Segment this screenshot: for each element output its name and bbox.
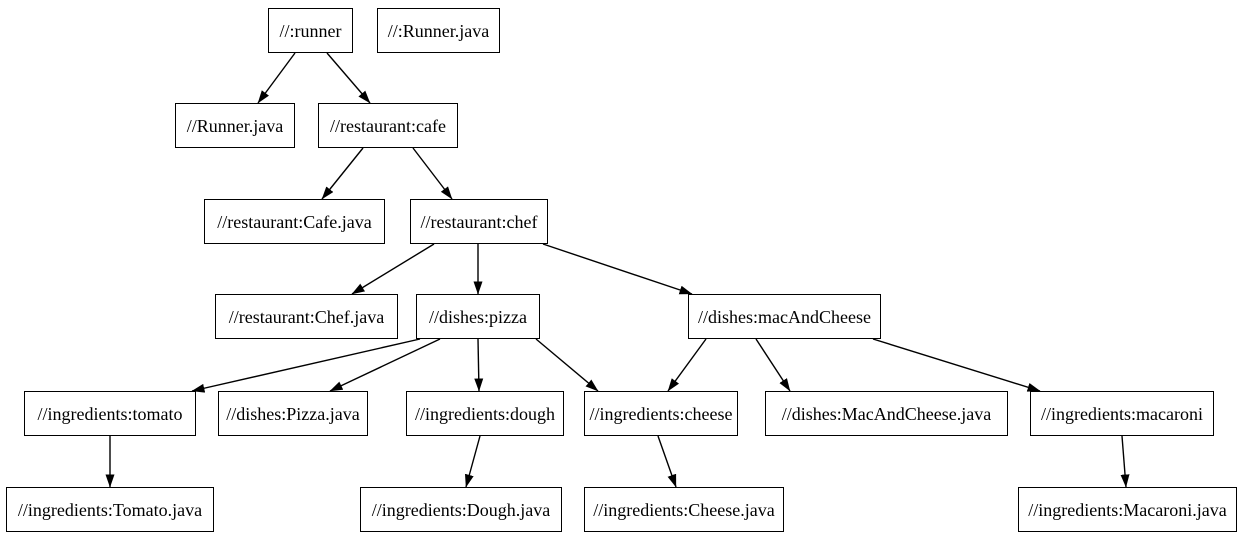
graph-edge-pizza-to-cheese [535, 338, 599, 392]
graph-edge-dough-to-dough-java [464, 435, 481, 488]
graph-node-pizza-java: //dishes:Pizza.java [218, 391, 368, 436]
graph-edge-cafe-to-cafe-java [321, 147, 364, 200]
graph-node-mac-and-cheese: //dishes:macAndCheese [688, 294, 881, 339]
graph-node-tomato-java: //ingredients:Tomato.java [6, 487, 214, 532]
graph-edge-cheese-to-cheese-java [657, 435, 677, 488]
graph-node-dough-java: //ingredients:Dough.java [360, 487, 562, 532]
graph-node-chef: //restaurant:chef [410, 199, 548, 244]
graph-edge-chef-to-chef-java [351, 243, 435, 295]
graph-edge-mac-and-cheese-to-cheese [667, 338, 707, 392]
graph-node-chef-java: //restaurant:Chef.java [215, 294, 398, 339]
edge-group [105, 52, 1130, 488]
graph-edge-macaroni-to-macaroni-java [1120, 435, 1130, 488]
graph-edge-cafe-to-chef [412, 147, 453, 200]
graph-node-mac-and-cheese-java: //dishes:MacAndCheese.java [765, 391, 1008, 436]
graph-edge-pizza-to-tomato [191, 338, 421, 393]
graph-node-cafe-java: //restaurant:Cafe.java [204, 199, 385, 244]
graph-edge-pizza-to-dough [474, 338, 484, 392]
graph-node-runner-java-source: //:Runner.java [377, 8, 500, 53]
graph-node-dough: //ingredients:dough [406, 391, 564, 436]
graph-node-cheese-java: //ingredients:Cheese.java [584, 487, 784, 532]
graph-node-cheese: //ingredients:cheese [584, 391, 738, 436]
graph-edge-mac-and-cheese-to-mac-and-cheese-java [755, 338, 791, 392]
graph-edge-runner-to-runner-java [257, 52, 296, 104]
graph-node-macaroni: //ingredients:macaroni [1030, 391, 1214, 436]
graph-edge-runner-to-cafe [326, 52, 371, 104]
graph-edge-pizza-to-pizza-java [329, 338, 441, 392]
graph-node-pizza: //dishes:pizza [416, 294, 540, 339]
graph-node-cafe: //restaurant:cafe [318, 103, 458, 148]
graph-node-runner-java: //Runner.java [175, 103, 295, 148]
graph-node-macaroni-java: //ingredients:Macaroni.java [1018, 487, 1237, 532]
graph-node-tomato: //ingredients:tomato [24, 391, 196, 436]
graph-edge-chef-to-mac-and-cheese [542, 243, 693, 295]
graph-node-runner: //:runner [268, 8, 353, 53]
graph-edge-mac-and-cheese-to-macaroni [872, 338, 1041, 392]
